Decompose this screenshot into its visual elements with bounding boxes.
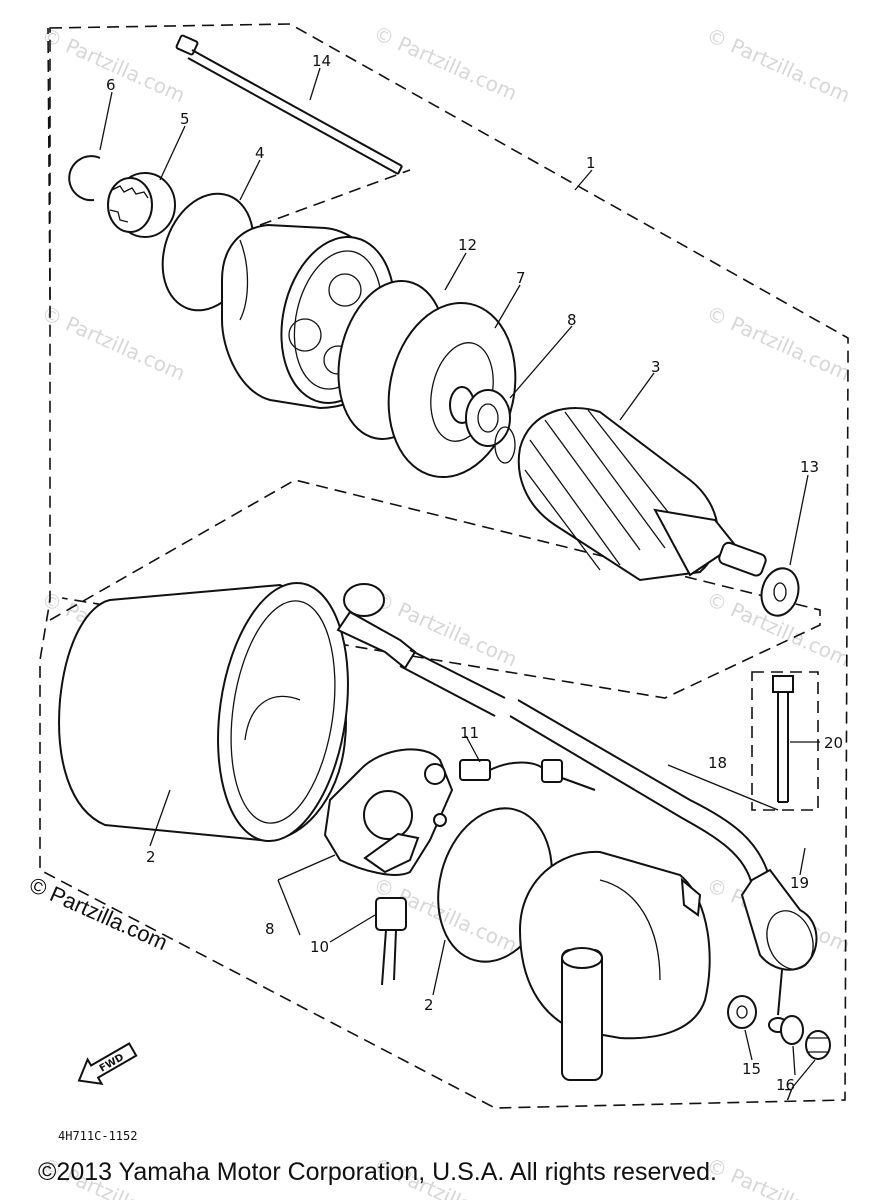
drive-gear xyxy=(107,172,176,238)
forward-arrow: FWD xyxy=(77,1042,138,1085)
long-bolt xyxy=(175,34,403,175)
watermark-text: © Partzilla.com xyxy=(370,21,521,106)
washer xyxy=(465,389,511,447)
callout-7: 7 xyxy=(784,1086,794,1104)
watermark-text: © Partzilla.com xyxy=(703,23,854,108)
callout-2: 2 xyxy=(146,848,156,866)
callout-18: 18 xyxy=(708,754,727,772)
callout-15: 15 xyxy=(742,1060,761,1078)
callout-19: 19 xyxy=(790,874,809,892)
armature xyxy=(494,407,767,582)
callout-labels: 1 2 2 3 4 5 6 7 7 8 8 10 11 12 13 14 15 … xyxy=(106,52,843,1104)
circlip xyxy=(68,155,101,202)
assembly-boundary xyxy=(39,23,849,1109)
watermark-text: © Partzilla.com xyxy=(38,301,189,386)
callout-13: 13 xyxy=(800,458,819,476)
callout-10: 10 xyxy=(310,938,329,956)
callout-2: 2 xyxy=(424,996,434,1014)
callout-5: 5 xyxy=(180,110,190,128)
rear-cover xyxy=(518,850,711,1081)
thrust-washer xyxy=(760,567,800,617)
terminal-boot xyxy=(740,868,818,1033)
watermark-text: © Partzilla.com xyxy=(38,23,189,108)
callout-11: 11 xyxy=(460,724,479,742)
through-bolt xyxy=(751,671,820,811)
callout-16: 16 xyxy=(776,1076,795,1094)
callout-8: 8 xyxy=(265,920,275,938)
callout-8: 8 xyxy=(567,311,577,329)
callout-1: 1 xyxy=(586,154,596,172)
callout-4: 4 xyxy=(255,144,265,162)
callout-6: 6 xyxy=(106,76,116,94)
callout-20: 20 xyxy=(824,734,843,752)
callout-7: 7 xyxy=(516,269,526,287)
hardware-set xyxy=(727,995,831,1060)
brush-holder xyxy=(323,748,454,876)
brush-lead xyxy=(459,759,596,791)
copyright-notice: ©2013 Yamaha Motor Corporation, U.S.A. A… xyxy=(38,1158,717,1186)
leader-lines xyxy=(99,67,816,1089)
drawing-code: 4H711C-1152 xyxy=(58,1129,137,1143)
callout-3: 3 xyxy=(651,358,661,376)
motor-yoke xyxy=(58,581,349,843)
brush xyxy=(375,897,407,986)
watermark-text: © Partzilla.com xyxy=(703,301,854,386)
lead-wire xyxy=(336,583,771,886)
watermark-text: © Partzilla.com xyxy=(703,1153,854,1200)
callout-12: 12 xyxy=(458,236,477,254)
callout-14: 14 xyxy=(312,52,331,70)
